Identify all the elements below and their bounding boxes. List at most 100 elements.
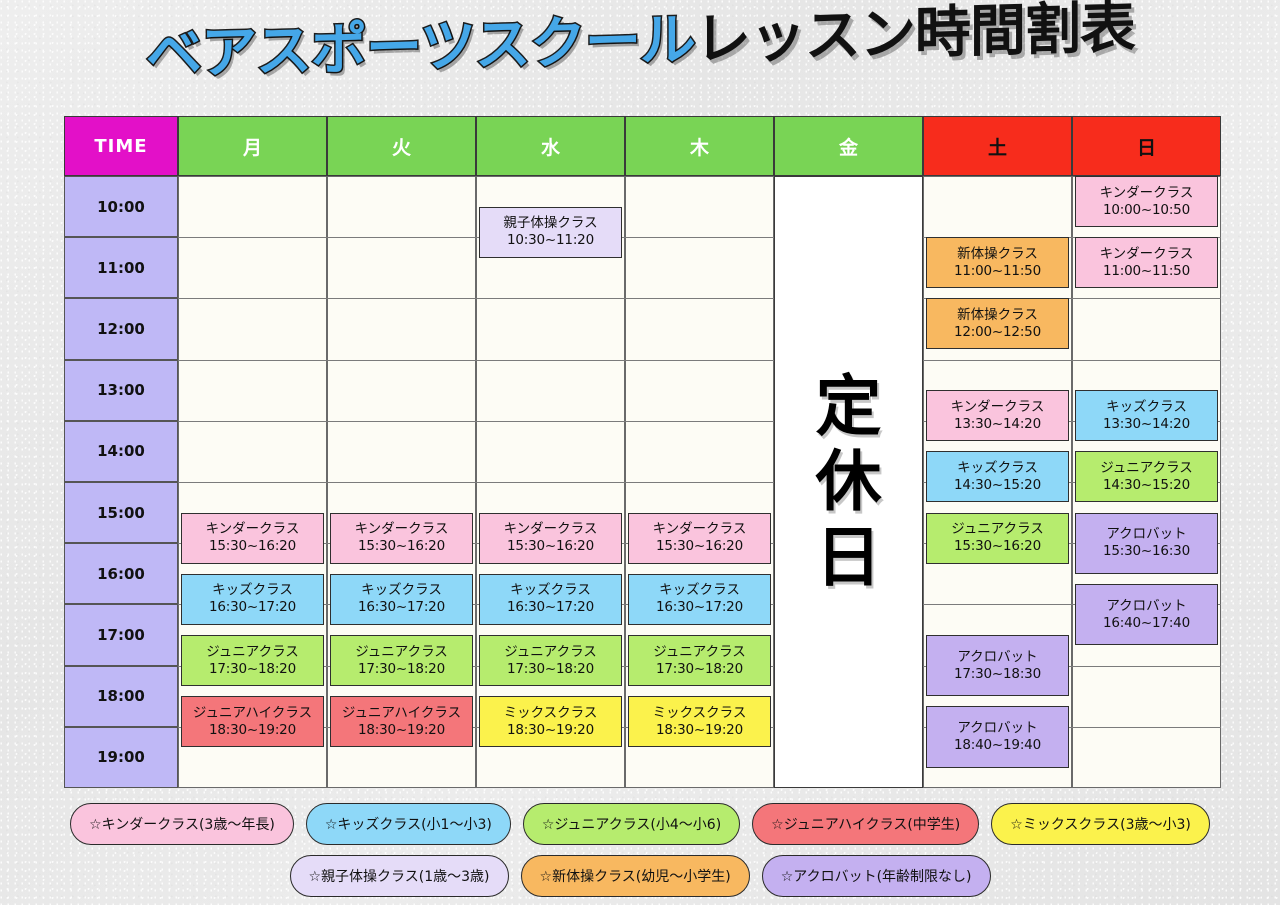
legend-pill-secondary[interactable]: ☆親子体操クラス(1歳〜3歳) <box>289 855 509 897</box>
closed-day-char: 定 <box>815 368 882 446</box>
title-brand: ベアスポーツスクール <box>144 6 696 89</box>
lesson-name: キッズクラス <box>212 582 293 599</box>
hour-gridline <box>178 420 1221 422</box>
lesson-name: ジュニアクラス <box>355 643 448 660</box>
lesson-name: ジュニアクラス <box>653 643 746 660</box>
lesson-name: キッズクラス <box>361 582 442 599</box>
lesson-name: キンダークラス <box>950 398 1045 415</box>
lesson-time: 16:30~17:20 <box>656 599 743 616</box>
legend-pill-primary[interactable]: ☆ジュニアクラス(小4〜小6) <box>522 803 741 845</box>
lesson-time: 15:30~16:20 <box>507 538 594 555</box>
legend-pill-primary[interactable]: ☆ミックスクラス(3歳〜小3) <box>991 803 1210 845</box>
lesson-time: 17:30~18:20 <box>507 660 594 677</box>
lesson-time: 17:30~18:20 <box>358 660 445 677</box>
legend-pill-secondary[interactable]: ☆新体操クラス(幼児〜小学生) <box>520 855 750 897</box>
column-header-木: 木 <box>625 116 774 176</box>
lesson-name: 新体操クラス <box>957 245 1038 262</box>
lesson-time: 15:30~16:20 <box>209 538 296 555</box>
lesson-name: 親子体操クラス <box>503 215 598 232</box>
legend-row-primary: ☆キンダークラス(3歳〜年長) ☆キッズクラス(小1〜小3) ☆ジュニアクラス(小4… <box>0 803 1280 845</box>
lesson-time: 18:30~19:20 <box>358 721 445 738</box>
time-label-1900: 19:00 <box>64 726 178 788</box>
time-label-1000: 10:00 <box>64 176 178 238</box>
hour-gridline <box>178 482 1221 483</box>
lesson-time: 16:40~17:40 <box>1103 614 1190 631</box>
lesson-name: キッズクラス <box>957 460 1038 477</box>
lesson-time: 11:00~11:50 <box>1103 262 1190 279</box>
time-label-1400: 14:00 <box>64 420 178 482</box>
lesson-time: 13:30~14:20 <box>954 415 1041 432</box>
lesson-name: ジュニアクラス <box>951 521 1044 538</box>
lesson-name: アクロバット <box>957 720 1038 737</box>
lesson-name: キンダークラス <box>1099 184 1194 201</box>
legend-pill-primary[interactable]: ☆キンダークラス(3歳〜年長) <box>70 803 294 845</box>
column-header-月: 月 <box>178 116 327 176</box>
lesson-time: 15:30~16:30 <box>1103 543 1190 560</box>
lesson-time: 17:30~18:20 <box>209 660 296 677</box>
lesson-time: 11:00~11:50 <box>954 262 1041 279</box>
lesson-time: 14:30~15:20 <box>954 476 1041 493</box>
closed-day-char: 休 <box>815 443 882 521</box>
legend-pill-secondary[interactable]: ☆アクロバット(年齢制限なし) <box>761 855 991 897</box>
column-header-土: 土 <box>923 116 1072 176</box>
lesson-time: 18:30~19:20 <box>209 721 296 738</box>
lesson-time: 16:30~17:20 <box>358 599 445 616</box>
lesson-name: アクロバット <box>1106 597 1187 614</box>
lesson-time: 12:00~12:50 <box>954 323 1041 340</box>
time-label-1600: 16:00 <box>64 543 178 605</box>
legend-pill-primary[interactable]: ☆キッズクラス(小1〜小3) <box>305 803 511 845</box>
lesson-time: 17:30~18:30 <box>954 665 1041 682</box>
page-title: ベアスポーツスクールレッスン時間割表 <box>0 0 1280 89</box>
time-label-1800: 18:00 <box>64 665 178 727</box>
lesson-time: 18:30~19:20 <box>656 721 743 738</box>
time-label-1200: 12:00 <box>64 298 178 360</box>
lesson-name: ミックスクラス <box>652 704 747 721</box>
lesson-name: ジュニアハイクラス <box>341 704 462 721</box>
lesson-name: キッズクラス <box>1106 398 1187 415</box>
lesson-name: 新体操クラス <box>957 307 1038 324</box>
closed-day-char: 日 <box>815 518 882 596</box>
lesson-name: キッズクラス <box>659 582 740 599</box>
lesson-name: キンダークラス <box>503 521 598 538</box>
column-header-火: 火 <box>327 116 476 176</box>
hour-gridline <box>178 298 1221 300</box>
legend-pill-primary[interactable]: ☆ジュニアハイクラス(中学生) <box>752 803 980 845</box>
lesson-time: 15:30~16:20 <box>954 538 1041 555</box>
column-header-time: TIME <box>64 116 178 176</box>
lesson-time: 16:30~17:20 <box>507 599 594 616</box>
lesson-name: ミックスクラス <box>503 704 598 721</box>
lesson-name: ジュニアクラス <box>206 643 299 660</box>
legend-row-secondary: ☆親子体操クラス(1歳〜3歳) ☆新体操クラス(幼児〜小学生) ☆アクロバット(年齢… <box>0 855 1280 897</box>
lesson-time: 18:40~19:40 <box>954 736 1041 753</box>
